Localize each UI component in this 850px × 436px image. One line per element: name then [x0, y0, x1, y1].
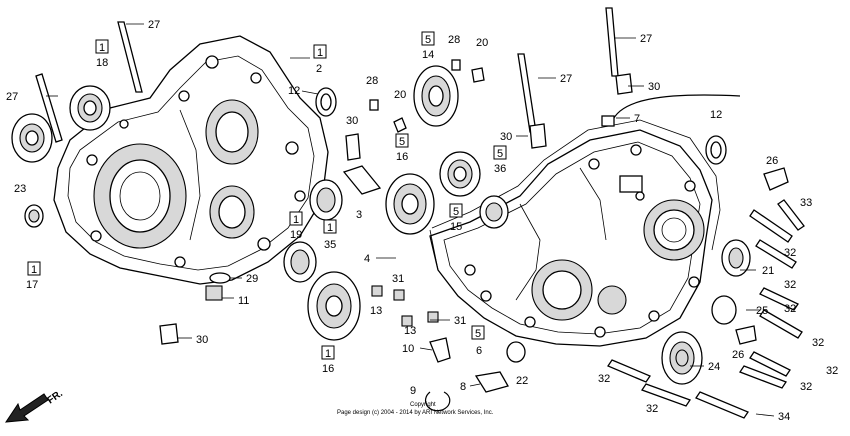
callout-17: 17 [26, 279, 38, 291]
callout-35: 35 [324, 239, 336, 251]
callout-box-1 [313, 44, 327, 59]
callout-20: 20 [394, 89, 406, 101]
callout-1: 1 [99, 42, 105, 54]
callout-13: 13 [370, 305, 382, 317]
callout-6: 6 [476, 345, 482, 357]
callout-16: 16 [322, 363, 334, 375]
leader-lines [46, 23, 775, 417]
callout-12: 12 [288, 85, 300, 97]
callout-30: 30 [196, 334, 208, 346]
callout-25: 25 [756, 305, 768, 317]
callout-5: 5 [497, 148, 503, 160]
callout-5: 5 [453, 206, 459, 218]
callout-box-5 [395, 133, 409, 148]
callout-13: 13 [404, 325, 416, 337]
callout-3: 3 [356, 209, 362, 221]
callout-box-1 [321, 345, 335, 360]
callout-22: 22 [516, 375, 528, 387]
callout-box-1 [289, 211, 303, 226]
callout-4: 4 [364, 253, 370, 265]
callout-33: 33 [800, 197, 812, 209]
front-arrow-icon [5, 393, 49, 423]
callout-box-1 [95, 39, 109, 54]
callout-14: 14 [422, 49, 434, 61]
callout-29: 29 [246, 273, 258, 285]
callout-24: 24 [708, 361, 720, 373]
callout-2: 2 [316, 63, 322, 75]
callout-box-1 [323, 219, 337, 234]
callout-28: 28 [366, 75, 378, 87]
callout-1: 1 [317, 47, 323, 59]
callout-9: 9 [410, 385, 416, 397]
callout-32: 32 [598, 373, 610, 385]
callout-1: 1 [31, 264, 37, 276]
callout-32: 32 [784, 247, 796, 259]
callout-box-1 [27, 261, 41, 276]
callout-32: 32 [784, 303, 796, 315]
callout-5: 5 [475, 328, 481, 340]
right-crankcase [429, 129, 713, 347]
callout-box-5 [449, 203, 463, 218]
callout-36: 36 [494, 163, 506, 175]
callout-26: 26 [732, 349, 744, 361]
callout-32: 32 [812, 337, 824, 349]
callout-23: 23 [14, 183, 26, 195]
seals-and-small-parts [24, 59, 805, 419]
callout-7: 7 [634, 113, 640, 125]
callout-27: 27 [560, 73, 572, 85]
callout-21: 21 [762, 265, 774, 277]
callout-27: 27 [148, 19, 160, 31]
callout-19: 19 [290, 229, 302, 241]
callout-34: 34 [778, 411, 790, 423]
callout-8: 8 [460, 381, 466, 393]
callout-16: 16 [396, 151, 408, 163]
callout-1: 1 [293, 214, 299, 226]
callout-box-5 [471, 325, 485, 340]
callout-5: 5 [425, 34, 431, 46]
callout-30: 30 [500, 131, 512, 143]
callout-11: 11 [238, 295, 249, 307]
callout-box-5 [493, 145, 507, 160]
callout-30: 30 [648, 81, 660, 93]
callout-10: 10 [402, 343, 414, 355]
callout-27: 27 [6, 91, 18, 103]
callout-28: 28 [448, 34, 460, 46]
callout-31: 31 [392, 273, 404, 285]
callout-15: 15 [450, 221, 462, 233]
callout-30: 30 [346, 115, 358, 127]
callout-20: 20 [476, 37, 488, 49]
callout-5: 5 [399, 136, 405, 148]
callout-1: 1 [327, 222, 333, 234]
front-direction-arrow: FR. [5, 388, 65, 423]
callout-labels: 27 1 18 1 2 27 23 1 17 12 28 20 30 3 1 1… [6, 19, 838, 423]
callout-1: 1 [325, 348, 331, 360]
callout-box-5 [421, 31, 435, 46]
callout-32: 32 [800, 381, 812, 393]
callout-26: 26 [766, 155, 778, 167]
callout-32: 32 [826, 365, 838, 377]
callout-32: 32 [646, 403, 658, 415]
left-crankcase [53, 35, 329, 285]
callout-31: 31 [454, 315, 466, 327]
callout-32: 32 [784, 279, 796, 291]
callout-18: 18 [96, 57, 108, 69]
callout-12: 12 [710, 109, 722, 121]
front-label: FR. [45, 388, 65, 406]
page-design-credit: Page design (c) 2004 - 2014 by ARI Netwo… [337, 410, 494, 416]
copyright-text: Copyright [410, 402, 436, 408]
footer: Copyright Page design (c) 2004 - 2014 by… [337, 402, 494, 416]
callout-27: 27 [640, 33, 652, 45]
